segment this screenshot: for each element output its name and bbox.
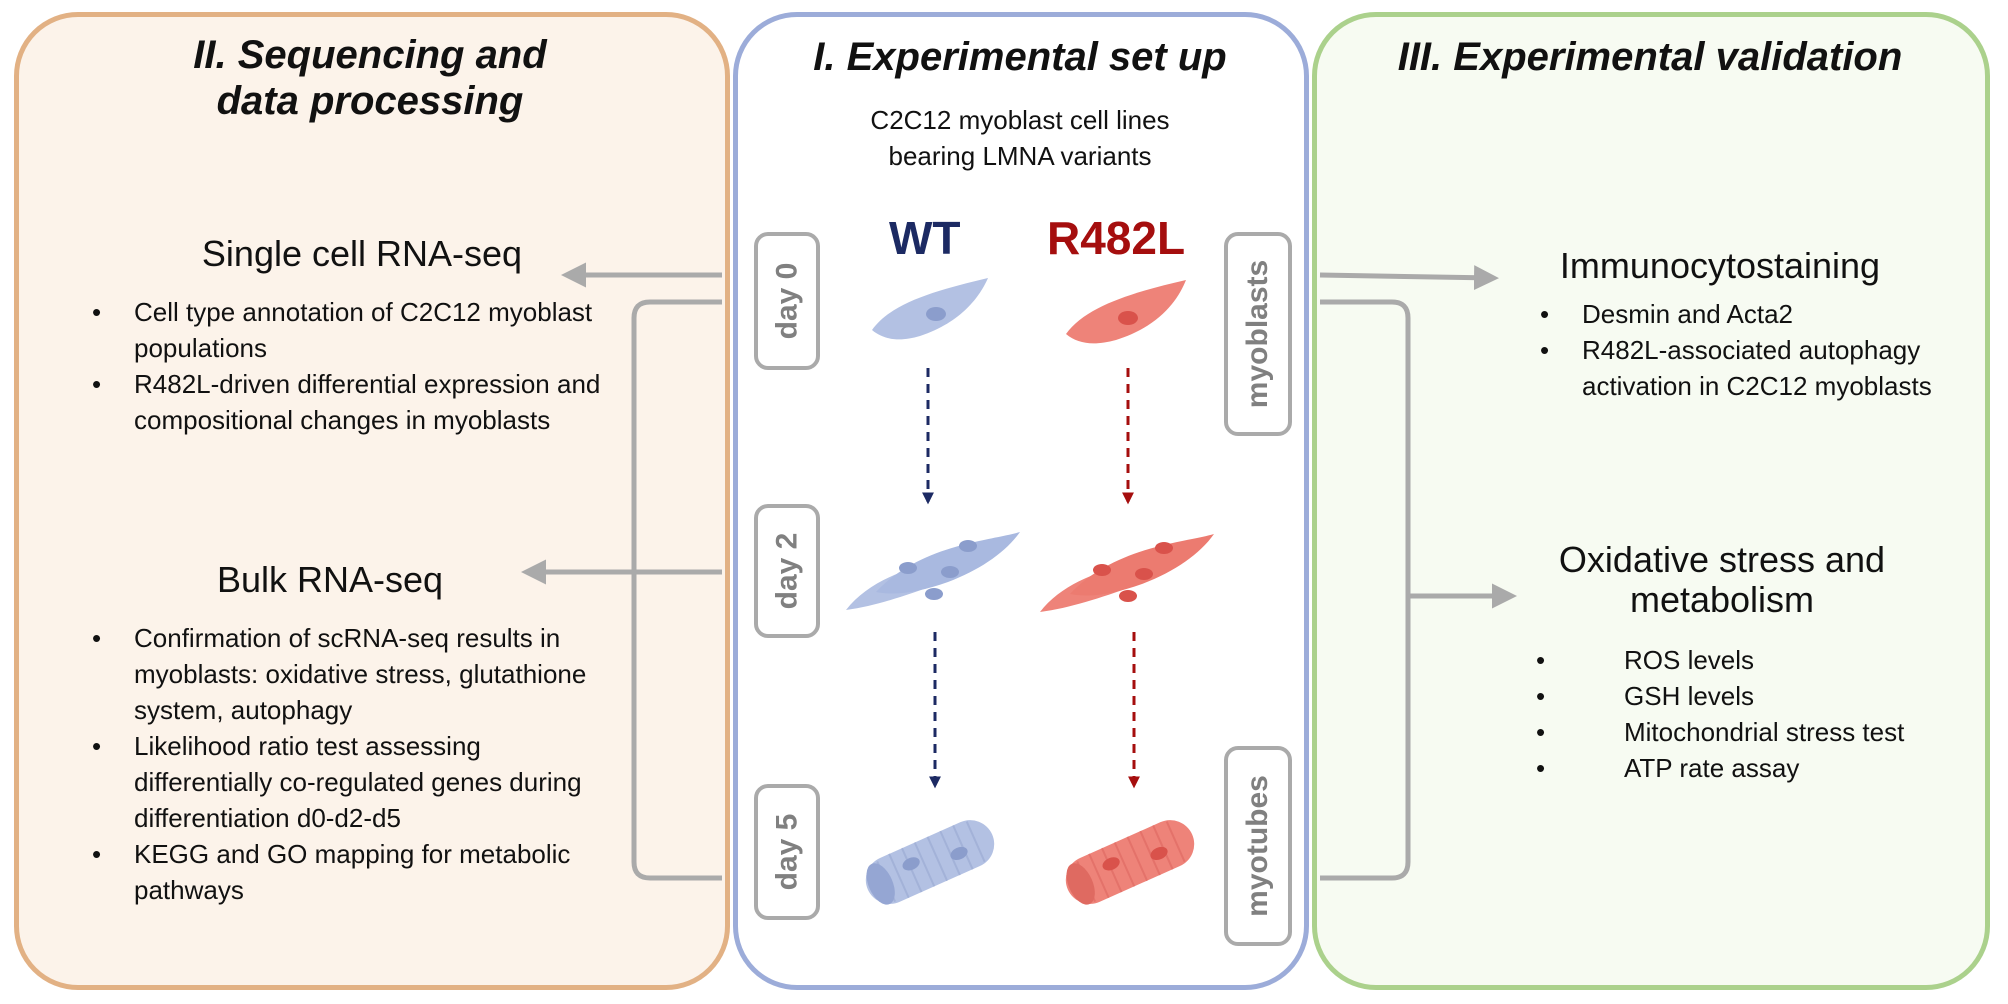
scrnaseq-item: Cell type annotation of C2C12 myoblast p…: [88, 294, 608, 366]
scrnaseq-heading: Single cell RNA-seq: [201, 233, 523, 274]
sequencing-title-line1: II. Sequencing and: [193, 33, 547, 77]
left-bracket-connector: [631, 299, 722, 881]
day0-tag: day 0: [754, 232, 820, 370]
validation-panel: [1312, 12, 1990, 990]
oxidative-stress-heading-line2: metabolism: [1629, 579, 1815, 620]
bulk-rnaseq-item: Likelihood ratio test assessing differen…: [88, 728, 608, 836]
arrow-to-immunocytostaining: [1319, 265, 1499, 291]
immunocytostaining-item: Desmin and Acta2: [1536, 296, 1936, 332]
day5-tag: day 5: [754, 784, 820, 920]
myoblasts-tag: myoblasts: [1224, 232, 1292, 436]
myotubes-tag: myotubes: [1224, 746, 1292, 946]
wt-myoblast-day0: [872, 278, 988, 340]
day2-tag: day 2: [754, 504, 820, 638]
scrnaseq-item: R482L-driven differential expression and…: [88, 366, 608, 438]
right-bracket-connector: [1320, 299, 1411, 881]
wt-myotube-day5: [865, 820, 995, 905]
sequencing-panel-title: II. Sequencing and data processing: [70, 32, 670, 124]
r482l-myotube-day5: [1065, 820, 1195, 905]
r482l-cells-day2: [1040, 534, 1214, 612]
sequencing-title-line2: data processing: [216, 79, 524, 123]
experimental-setup-title: I. Experimental set up: [813, 35, 1227, 79]
oxidative-stress-item: ROS levels: [1532, 642, 1972, 678]
experimental-setup-panel: [733, 12, 1309, 990]
oxidative-stress-heading: Oxidative stress and metabolism: [1512, 540, 1932, 620]
cell-line-subtitle-line1: C2C12 myoblast cell lines: [870, 105, 1170, 135]
oxidative-stress-item: GSH levels: [1532, 678, 1972, 714]
immunocytostaining-item: R482L-associated autophagy activation in…: [1536, 332, 1936, 404]
bulk-rnaseq-item: Confirmation of scRNA-seq results in myo…: [88, 620, 608, 728]
wt-cells-day2: [846, 532, 1020, 610]
immunocytostaining-heading: Immunocytostaining: [1559, 245, 1881, 286]
immunocytostaining-list: Desmin and Acta2 R482L-associated autoph…: [1536, 296, 1936, 404]
oxidative-stress-heading-line1: Oxidative stress and: [1558, 539, 1886, 580]
oxidative-stress-list: ROS levels GSH levels Mitochondrial stre…: [1532, 642, 1972, 786]
cell-line-subtitle: C2C12 myoblast cell lines bearing LMNA v…: [780, 102, 1260, 174]
validation-panel-title: III. Experimental validation: [1397, 35, 1903, 79]
oxidative-stress-item: Mitochondrial stress test: [1532, 714, 1972, 750]
bulk-rnaseq-heading: Bulk RNA-seq: [216, 559, 444, 600]
wt-label: WT: [889, 212, 961, 264]
cell-line-subtitle-line2: bearing LMNA variants: [888, 141, 1152, 171]
bulk-rnaseq-item: KEGG and GO mapping for metabolic pathwa…: [88, 836, 608, 908]
r482l-myoblast-day0: [1066, 280, 1186, 344]
scrnaseq-list: Cell type annotation of C2C12 myoblast p…: [88, 294, 608, 438]
oxidative-stress-item: ATP rate assay: [1532, 750, 1972, 786]
bulk-rnaseq-list: Confirmation of scRNA-seq results in myo…: [88, 620, 608, 908]
r482l-label: R482L: [1047, 212, 1186, 264]
